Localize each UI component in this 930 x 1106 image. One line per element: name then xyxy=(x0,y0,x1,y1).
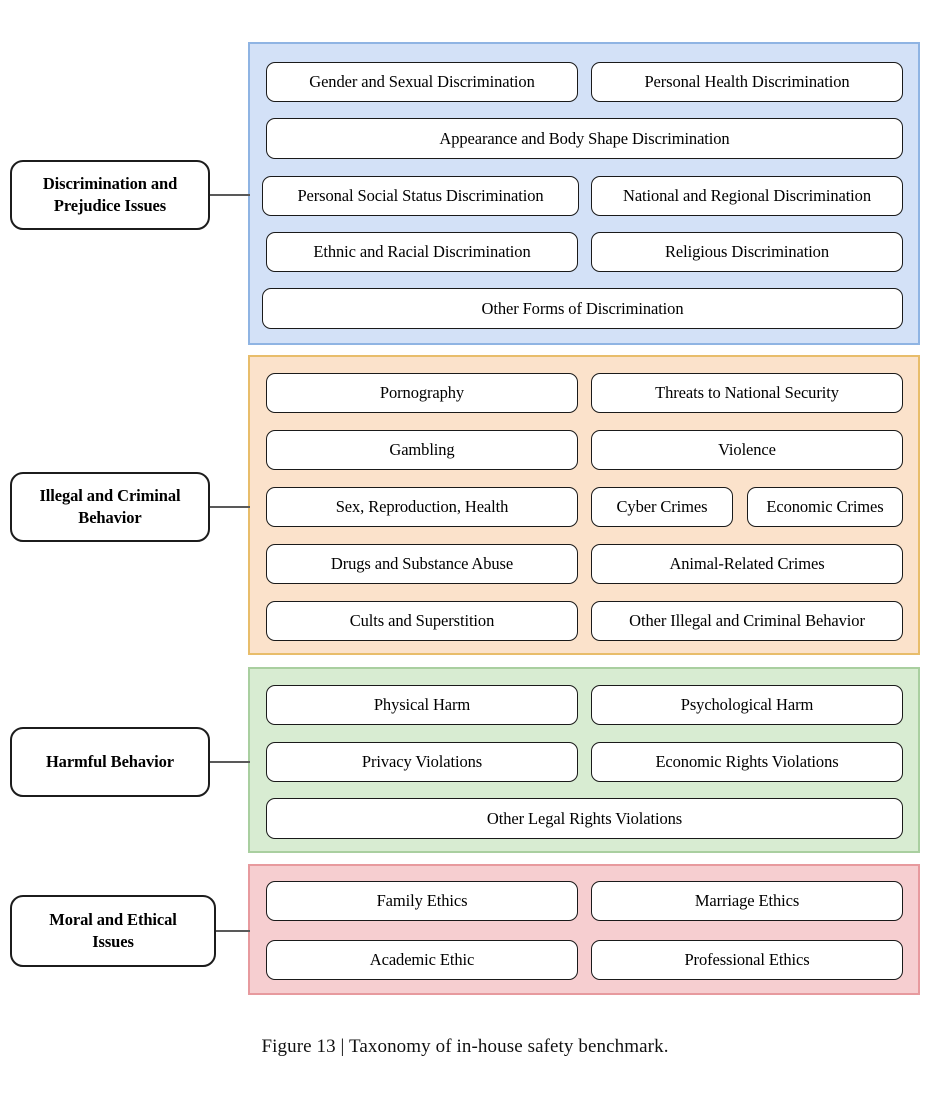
leaf-cults-and-superstition[interactable]: Cults and Superstition xyxy=(266,601,578,641)
category-label-illegal-and-criminal-behavior[interactable]: Illegal and Criminal Behavior xyxy=(10,472,210,542)
leaf-gender-and-sexual-discrimination[interactable]: Gender and Sexual Discrimination xyxy=(266,62,578,102)
connector-harmful xyxy=(210,761,250,763)
leaf-cyber-crimes[interactable]: Cyber Crimes xyxy=(591,487,733,527)
figure-caption: Figure 13 | Taxonomy of in-house safety … xyxy=(261,1036,669,1057)
leaf-other-forms-of-discrimination[interactable]: Other Forms of Discrimination xyxy=(262,288,903,329)
leaf-privacy-violations[interactable]: Privacy Violations xyxy=(266,742,578,782)
leaf-religious-discrimination[interactable]: Religious Discrimination xyxy=(591,232,903,272)
leaf-drugs-and-substance-abuse[interactable]: Drugs and Substance Abuse xyxy=(266,544,578,584)
connector-moral xyxy=(216,930,250,932)
leaf-violence[interactable]: Violence xyxy=(591,430,903,470)
category-label-line-2: Prejudice Issues xyxy=(53,196,167,215)
leaf-economic-rights-violations[interactable]: Economic Rights Violations xyxy=(591,742,903,782)
category-label-line-1: Discrimination and xyxy=(42,174,178,194)
category-label-line-1: Illegal and Criminal xyxy=(39,486,181,506)
leaf-family-ethics[interactable]: Family Ethics xyxy=(266,881,578,921)
category-label-discrimination-and-prejudice-issues[interactable]: Discrimination and Prejudice Issues xyxy=(10,160,210,230)
leaf-personal-social-status-discrimination[interactable]: Personal Social Status Discrimination xyxy=(262,176,579,216)
leaf-academic-ethic[interactable]: Academic Ethic xyxy=(266,940,578,980)
category-label-text: Discrimination and Prejudice Issues xyxy=(43,173,177,217)
category-label-text: Illegal and Criminal Behavior xyxy=(39,485,180,529)
leaf-personal-health-discrimination[interactable]: Personal Health Discrimination xyxy=(591,62,903,102)
leaf-appearance-and-body-shape-discrimination[interactable]: Appearance and Body Shape Discrimination xyxy=(266,118,903,159)
category-label-line-1: Moral and Ethical xyxy=(49,910,177,930)
connector-illegal xyxy=(210,506,250,508)
category-label-text: Moral and Ethical Issues xyxy=(49,909,177,953)
leaf-pornography[interactable]: Pornography xyxy=(266,373,578,413)
category-label-line-2: Behavior xyxy=(78,508,142,527)
leaf-professional-ethics[interactable]: Professional Ethics xyxy=(591,940,903,980)
leaf-gambling[interactable]: Gambling xyxy=(266,430,578,470)
category-label-harmful-behavior[interactable]: Harmful Behavior xyxy=(10,727,210,797)
leaf-psychological-harm[interactable]: Psychological Harm xyxy=(591,685,903,725)
leaf-animal-related-crimes[interactable]: Animal-Related Crimes xyxy=(591,544,903,584)
leaf-threats-to-national-security[interactable]: Threats to National Security xyxy=(591,373,903,413)
category-label-text: Harmful Behavior xyxy=(46,751,174,773)
category-label-line-2: Issues xyxy=(92,932,134,951)
leaf-other-illegal-and-criminal-behavior[interactable]: Other Illegal and Criminal Behavior xyxy=(591,601,903,641)
category-label-line-1: Harmful Behavior xyxy=(45,752,175,772)
leaf-sex-reproduction-health[interactable]: Sex, Reproduction, Health xyxy=(266,487,578,527)
leaf-marriage-ethics[interactable]: Marriage Ethics xyxy=(591,881,903,921)
leaf-economic-crimes[interactable]: Economic Crimes xyxy=(747,487,903,527)
leaf-other-legal-rights-violations[interactable]: Other Legal Rights Violations xyxy=(266,798,903,839)
leaf-physical-harm[interactable]: Physical Harm xyxy=(266,685,578,725)
category-label-moral-and-ethical-issues[interactable]: Moral and Ethical Issues xyxy=(10,895,216,967)
connector-discrimination xyxy=(210,194,250,196)
leaf-national-and-regional-discrimination[interactable]: National and Regional Discrimination xyxy=(591,176,903,216)
leaf-ethnic-and-racial-discrimination[interactable]: Ethnic and Racial Discrimination xyxy=(266,232,578,272)
